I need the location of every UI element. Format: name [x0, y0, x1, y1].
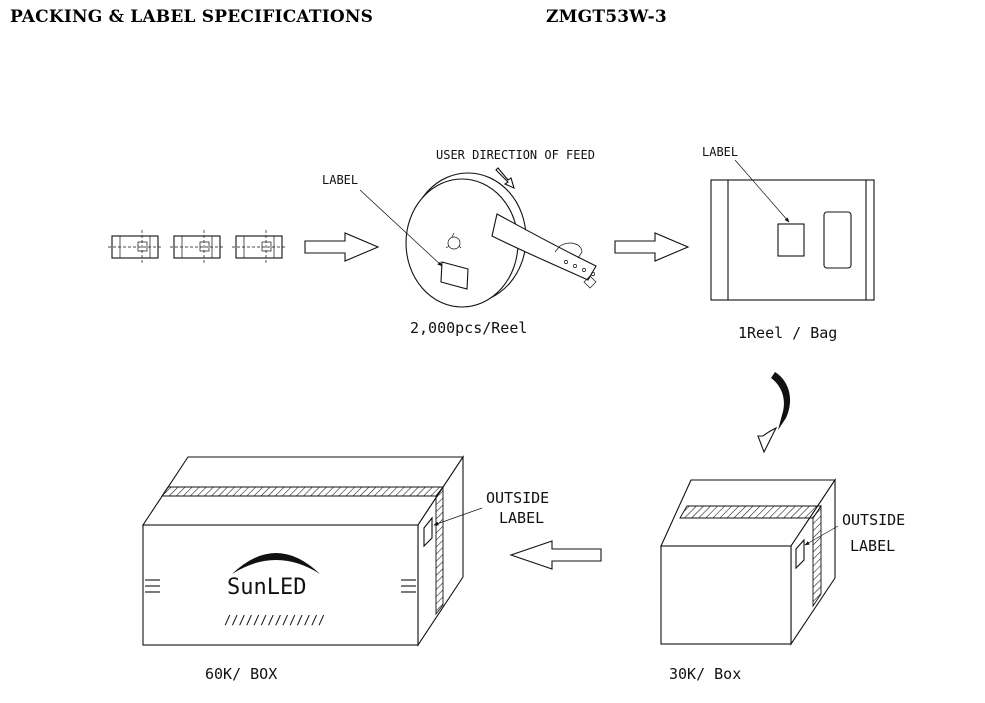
led-component-3	[232, 230, 286, 264]
bag-quantity-text: 1Reel / Bag	[738, 324, 837, 342]
reel-quantity-text: 2,000pcs/Reel	[410, 319, 527, 337]
reel-illustration	[359, 167, 597, 308]
flow-arrow-3	[509, 540, 602, 570]
large-box-label-line2: LABEL	[499, 509, 544, 527]
page-title: PACKING & LABEL SPECIFICATIONS	[10, 7, 374, 27]
small-box-illustration	[660, 478, 839, 646]
feed-direction-text: USER DIRECTION OF FEED	[436, 148, 595, 162]
led-component-2	[170, 230, 224, 264]
large-box-quantity-text: 60K/ BOX	[205, 665, 277, 683]
small-box-quantity-text: 30K/ Box	[669, 665, 741, 683]
small-box-label-line1: OUTSIDE	[842, 511, 905, 529]
svg-text://////////////: //////////////	[224, 613, 325, 627]
reel-label-text: LABEL	[322, 173, 358, 187]
part-number: ZMGT53W-3	[546, 7, 667, 27]
brand-logo-text: SunLED	[227, 575, 306, 600]
small-box-label-line2: LABEL	[850, 537, 895, 555]
bag-label-text: LABEL	[702, 145, 738, 159]
bag-illustration	[710, 159, 875, 301]
large-box-illustration: //////////////	[141, 455, 483, 647]
sunled-logo-arc	[232, 553, 320, 574]
led-component-1	[108, 230, 162, 264]
curved-flow-arrow	[757, 372, 791, 454]
large-box-label-line1: OUTSIDE	[486, 489, 549, 507]
flow-arrow-1	[304, 232, 380, 262]
flow-arrow-2	[614, 232, 690, 262]
